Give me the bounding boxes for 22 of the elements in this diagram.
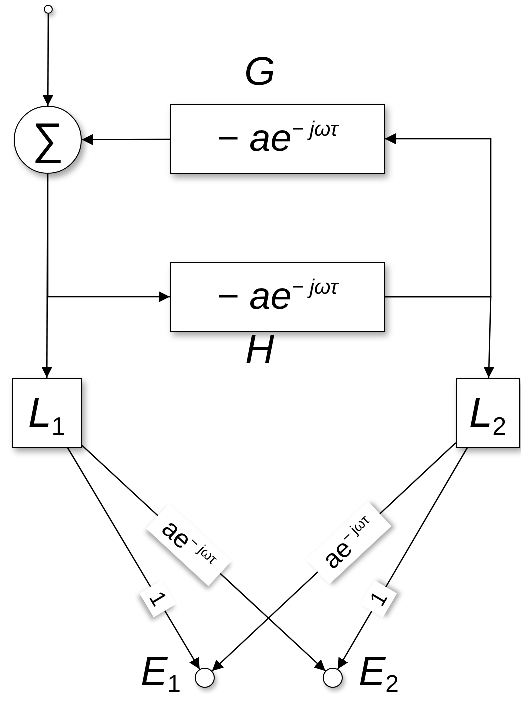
block-box (170, 104, 385, 174)
transfer-function: − ae$^{− jωτ}$ (216, 278, 338, 316)
block-name: G (243, 52, 277, 92)
sigma-symbol: ∑ (32, 118, 64, 162)
arrow (82, 134, 170, 146)
block-box (170, 262, 385, 332)
arrow (385, 296, 495, 378)
arrow (67, 448, 200, 670)
arrow (42, 174, 53, 378)
block-name: E$_{2}$ (358, 652, 400, 692)
arrow (337, 448, 468, 670)
arrow (42, 14, 54, 106)
block-label: L$_{1}$ (28, 392, 66, 434)
block-name: H (244, 330, 276, 370)
transfer-function: − ae$^{− jωτ}$ (216, 120, 338, 158)
block-box (456, 378, 520, 448)
block-box (12, 378, 82, 448)
summing-junction (14, 106, 82, 174)
block-label: L$_{2}$ (469, 392, 507, 434)
block-name: E$_{1}$ (140, 652, 182, 692)
arrow (47, 174, 170, 302)
arrow (385, 134, 492, 298)
